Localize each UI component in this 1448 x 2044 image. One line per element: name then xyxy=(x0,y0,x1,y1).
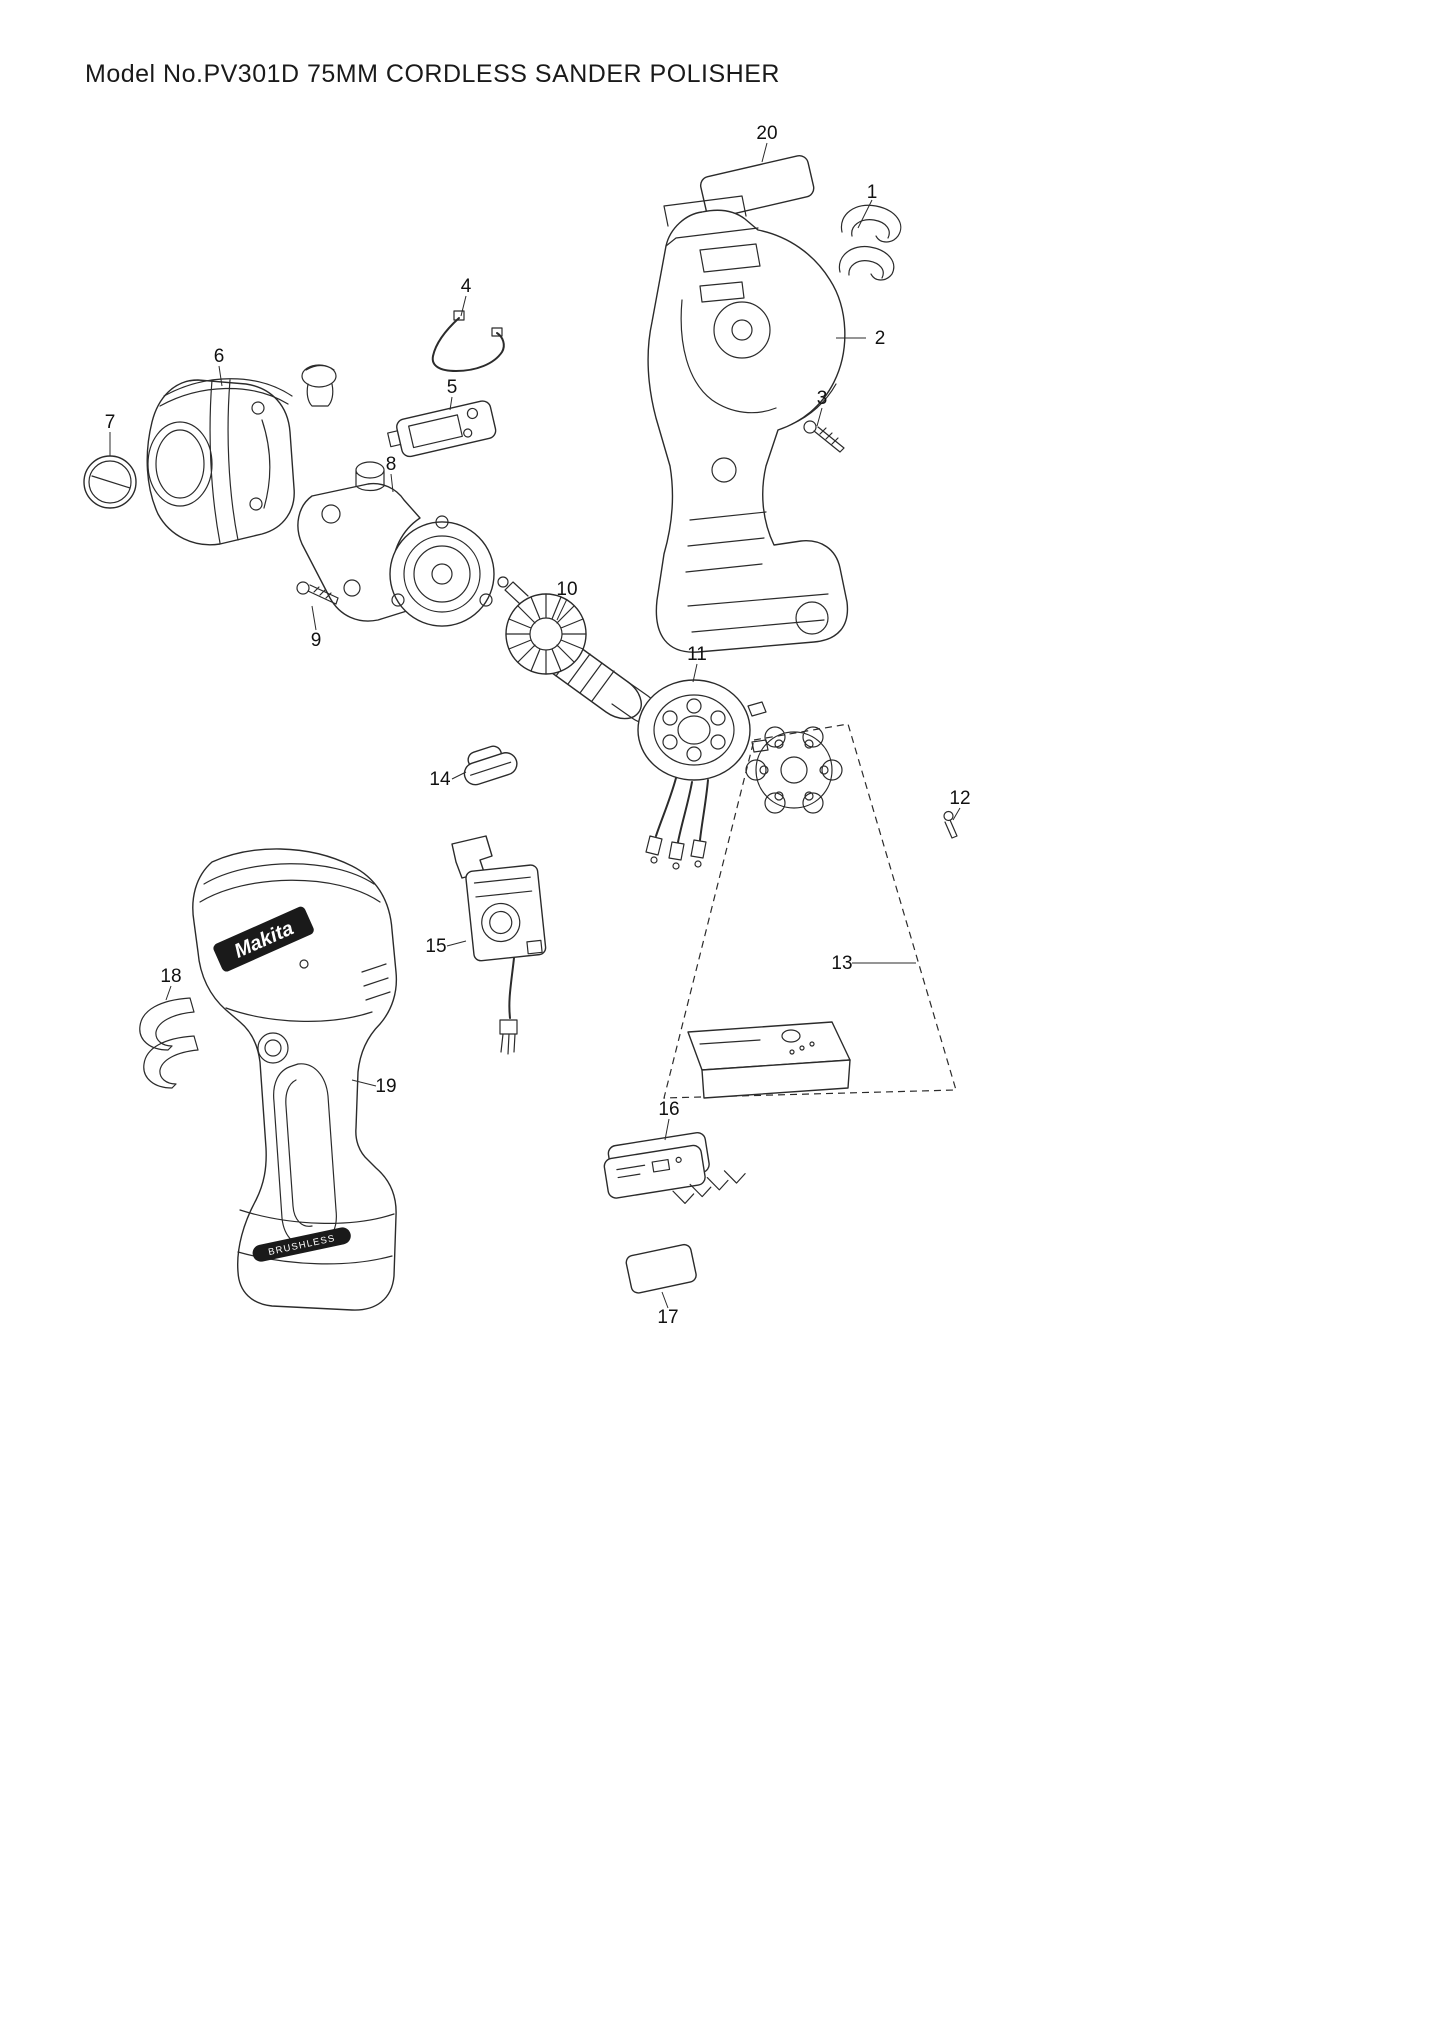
callout-6: 6 xyxy=(214,346,225,367)
part-12-flange-and-screw xyxy=(745,726,958,839)
gear-assembly-detail xyxy=(321,461,493,613)
controller-detail xyxy=(699,1029,815,1055)
grip-cap-line xyxy=(470,761,512,776)
label-outline xyxy=(625,1243,697,1294)
brushless-band xyxy=(252,1227,351,1262)
part-2-motor-housing xyxy=(647,195,849,653)
part-17-label xyxy=(625,1243,697,1294)
switch-plate-outline xyxy=(396,400,497,458)
callout-20: 20 xyxy=(756,123,777,144)
callout-15: 15 xyxy=(425,936,446,957)
switch-wire xyxy=(508,957,515,1019)
lead-wire-path xyxy=(431,317,505,372)
callout-5: 5 xyxy=(447,377,458,398)
page-title: Model No.PV301D 75MM CORDLESS SANDER POL… xyxy=(85,60,780,88)
callout-7: 7 xyxy=(105,412,116,433)
part-5-switch-plate xyxy=(387,400,497,458)
callout-16: 16 xyxy=(658,1099,679,1120)
hook-set-outline xyxy=(838,204,902,281)
screw-outline xyxy=(296,581,339,605)
part-11-stator xyxy=(637,679,769,870)
small-screw xyxy=(943,810,958,839)
part-8-gear-assembly xyxy=(297,461,495,627)
name-plate-outline xyxy=(699,155,815,219)
callout-3: 3 xyxy=(817,388,828,409)
callout-14: 14 xyxy=(429,769,451,790)
leader-lines xyxy=(109,142,961,1309)
armature-fan-blades xyxy=(505,593,587,675)
armature-shaft-left xyxy=(497,576,529,605)
switch-body-detail xyxy=(473,876,543,955)
lead-wire-terminals xyxy=(453,310,503,337)
part-20-name-plate xyxy=(699,155,815,219)
controller-dashed-region xyxy=(663,723,957,1099)
callout-11: 11 xyxy=(687,644,707,665)
stator-connectors xyxy=(645,835,707,870)
part-3-screw xyxy=(803,420,845,453)
callout-12: 12 xyxy=(949,788,970,809)
switch-bracket xyxy=(451,835,493,879)
part-19-handle-housing: Makita BRUSHLESS xyxy=(192,848,398,1311)
controller-front-face xyxy=(701,1059,851,1099)
callout-13: 13 xyxy=(831,953,852,974)
part-6-front-cover xyxy=(146,364,337,546)
part-7-cap xyxy=(83,455,137,509)
callout-8: 8 xyxy=(386,454,397,475)
callout-9: 9 xyxy=(311,630,322,651)
callout-4: 4 xyxy=(461,276,472,297)
flange-outline xyxy=(745,726,843,814)
motor-housing-outline xyxy=(647,209,849,653)
part-16-terminal-block xyxy=(603,1131,746,1205)
terminal-claws xyxy=(672,1170,746,1205)
terminal-label-detail xyxy=(616,1156,682,1179)
front-cover-knob xyxy=(301,364,337,407)
cap-detail xyxy=(88,460,132,504)
callout-18: 18 xyxy=(160,966,181,987)
part-14-grip-cap xyxy=(463,745,518,786)
part-10-armature xyxy=(497,576,659,724)
brand-logo-band xyxy=(213,906,314,972)
screw-outline xyxy=(803,420,845,453)
callout-numbers: 1 2 3 4 5 6 7 8 9 10 11 12 13 14 15 16 1… xyxy=(105,123,971,1328)
gear-assembly-bearing xyxy=(389,521,495,627)
stator-wires xyxy=(655,777,709,843)
front-cover-outline xyxy=(146,379,295,546)
switch-plate-detail xyxy=(387,407,478,449)
callout-1: 1 xyxy=(867,182,878,203)
hook-set-outline xyxy=(139,997,199,1089)
part-1-hook-set xyxy=(838,204,902,281)
part-15-switch xyxy=(451,835,547,1055)
front-cover-detail xyxy=(147,378,293,544)
part-18-hook-set xyxy=(139,997,199,1089)
callout-2: 2 xyxy=(875,328,886,349)
callout-19: 19 xyxy=(375,1076,396,1097)
part-4-lead-wire xyxy=(431,310,505,372)
callout-10: 10 xyxy=(556,579,577,600)
callout-17: 17 xyxy=(657,1307,678,1328)
part-9-screw xyxy=(296,581,339,605)
part-13-controller xyxy=(663,723,957,1099)
motor-housing-detail xyxy=(663,195,837,635)
switch-connector xyxy=(499,1019,518,1055)
stator-detail xyxy=(653,694,769,766)
